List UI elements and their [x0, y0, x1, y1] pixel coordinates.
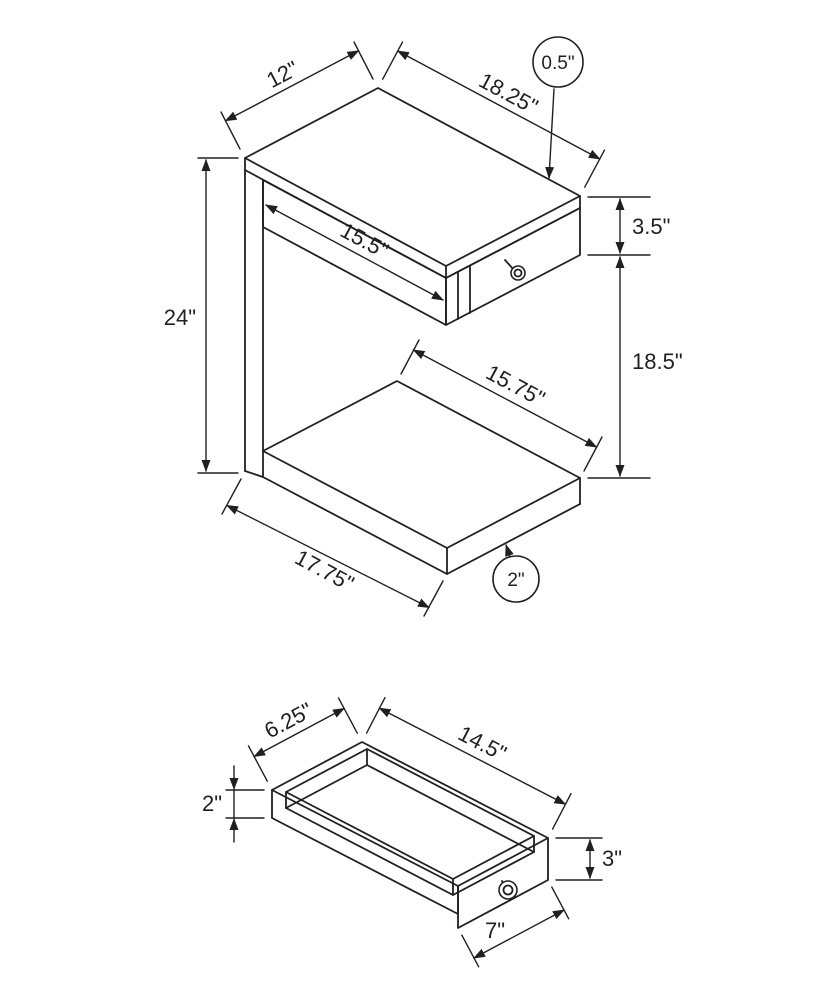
table-drawer-knob [504, 259, 526, 281]
dim-label-top-thickness: 0.5" [541, 53, 574, 74]
callout-circle [532, 36, 584, 88]
drawer-inner-bottom [285, 764, 535, 896]
dimension-line [253, 707, 345, 758]
dim-label-top-width: 18.25" [475, 68, 542, 120]
apron-front-face [445, 207, 581, 326]
extension-line [400, 339, 420, 375]
knob-cap-inner [513, 268, 523, 278]
knob-cap-inner [502, 884, 514, 896]
drawer-drawing: 6.25" 14.5" 2" 3" [202, 696, 622, 968]
dim-overall-height: 24" [164, 157, 239, 474]
dim-label-drawer-depth: 6.25" [260, 697, 316, 743]
dim-drawer-width: 15.5" [265, 204, 444, 301]
extension-line [551, 792, 572, 830]
drawer-box [271, 741, 549, 929]
accent-table-drawing: 12" 18.25" 0.5" 3.5" 18.5" [164, 36, 683, 617]
dim-label-overall-height: 24" [164, 305, 196, 330]
extension-line [337, 697, 358, 734]
dim-label-base-length: 17.75" [291, 545, 358, 597]
knob-cap [498, 880, 518, 900]
dim-top-depth: 12" [220, 41, 374, 150]
dimension-line [224, 50, 360, 122]
drawer-front-panel [457, 837, 549, 929]
dimension-line [412, 349, 598, 448]
dimension-line [473, 909, 565, 959]
knob-cap [510, 265, 526, 281]
dim-label-drawer-side-height: 2" [202, 791, 222, 816]
callout-top-thickness: 0.5" [532, 36, 584, 179]
table-left-panel [244, 157, 264, 478]
callout-circle [492, 555, 540, 603]
extension-line [247, 745, 268, 782]
dim-label-apron-height: 3.5" [632, 214, 670, 239]
table-top-bottom-edge [244, 169, 581, 279]
dimension-line [396, 50, 601, 160]
dim-drawer-front-width: 7" [461, 886, 570, 968]
dim-drawer-front-height: 3" [555, 837, 622, 881]
dim-label-clearance: 18.5" [632, 349, 683, 374]
dim-apron-height: 3.5" [587, 196, 670, 256]
dim-label-top-depth: 12" [262, 56, 302, 93]
extension-line [461, 934, 480, 968]
extension-line [382, 41, 404, 80]
drawer-outer-rim [271, 741, 549, 887]
dim-label-base-thickness: 2" [507, 570, 524, 591]
extension-line [584, 149, 606, 188]
extension-line [365, 696, 386, 734]
drawer-knob [498, 880, 518, 900]
drawer-left-wall [271, 789, 459, 915]
dim-label-drawer-front-height: 3" [602, 846, 622, 871]
extension-line [551, 886, 570, 920]
extension-line [583, 436, 603, 472]
callout-base-thickness: 2" [492, 544, 540, 603]
extension-line [353, 41, 374, 80]
extension-line [220, 111, 241, 150]
panel-bottom-edge [244, 470, 264, 478]
dimension-line [378, 707, 567, 805]
dim-base-length: 17.75" [221, 478, 444, 617]
dim-label-drawer-width: 15.5" [336, 217, 392, 263]
dim-shelf-depth: 15.75" [400, 339, 603, 472]
leader-line [545, 88, 555, 179]
table-bottom-shelf [262, 380, 581, 575]
dim-label-drawer-front-width: 7" [485, 918, 505, 943]
dimension-line [226, 504, 430, 609]
dim-drawer-side-height: 2" [202, 765, 265, 843]
extension-line [423, 580, 444, 617]
dim-label-drawer-box-width: 14.5" [454, 721, 510, 766]
dim-clearance-height: 18.5" [587, 256, 683, 479]
leader-line [505, 544, 514, 558]
dimension-line [265, 204, 444, 301]
extension-line [221, 478, 242, 515]
dim-drawer-box-width: 14.5" [365, 696, 572, 830]
dim-drawer-depth: 6.25" [247, 697, 358, 782]
